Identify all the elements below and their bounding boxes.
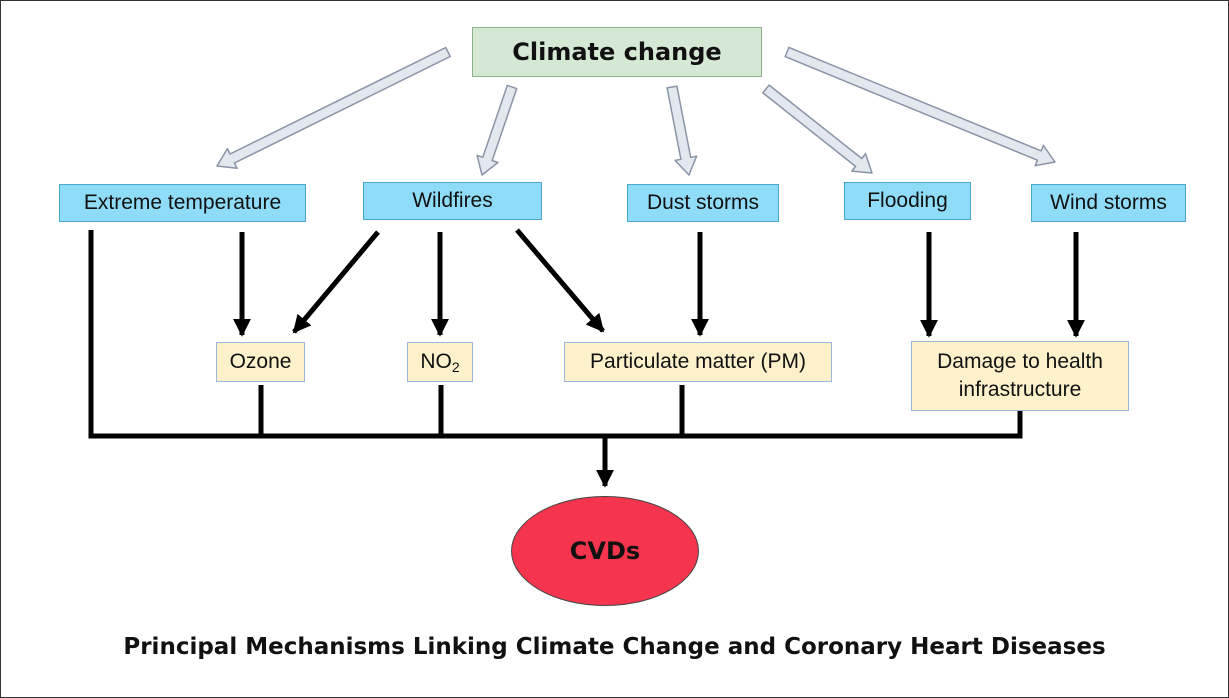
arrow-wildfires-to-ozone [292,230,380,334]
climate-change-arrows [216,46,1056,176]
cause-label: Wildfires [412,189,493,212]
mediator-particulate-matter: Particulate matter (PM) [564,342,832,382]
cause-wildfires: Wildfires [363,182,542,220]
hollow-arrow-to-flooding [762,84,873,174]
mediator-label: Ozone [229,350,292,373]
hollow-arrow-to-wind-storms [784,46,1056,167]
diagram-caption: Principal Mechanisms Linking Climate Cha… [123,634,1106,660]
mediator-label-line2: infrastructure [958,378,1082,401]
cvds-node: CVDs [511,496,699,606]
mediator-label: NO2 [420,350,459,375]
cause-dust-storms: Dust storms [627,184,779,222]
no2-subscript: 2 [451,358,460,375]
cause-label: Extreme temperature [83,191,282,214]
hollow-arrow-to-wildfires [476,84,518,176]
cause-label: Wind storms [1050,191,1167,214]
hollow-arrow-to-dust-storms [666,85,698,176]
climate-change-node: Climate change [472,27,762,77]
climate-change-label: Climate change [512,38,722,66]
cvds-label: CVDs [569,537,641,565]
mediator-label-line1: Damage to health [937,350,1103,373]
cause-extreme-temperature: Extreme temperature [59,184,306,222]
cause-flooding: Flooding [844,182,971,220]
hollow-arrow-to-extreme-temperature [216,46,451,170]
mediator-damage-health-infrastructure: Damage to health infrastructure [911,341,1129,411]
arrow-wildfires-to-pm [515,228,605,333]
mediator-label: Particulate matter (PM) [590,350,806,373]
mediator-ozone: Ozone [216,342,305,382]
mediator-no2: NO2 [407,342,473,382]
cause-label: Dust storms [646,191,759,214]
collector-line [88,230,1023,439]
no2-base-text: NO [420,349,452,373]
cause-label: Flooding [867,189,948,212]
cause-wind-storms: Wind storms [1031,184,1186,222]
